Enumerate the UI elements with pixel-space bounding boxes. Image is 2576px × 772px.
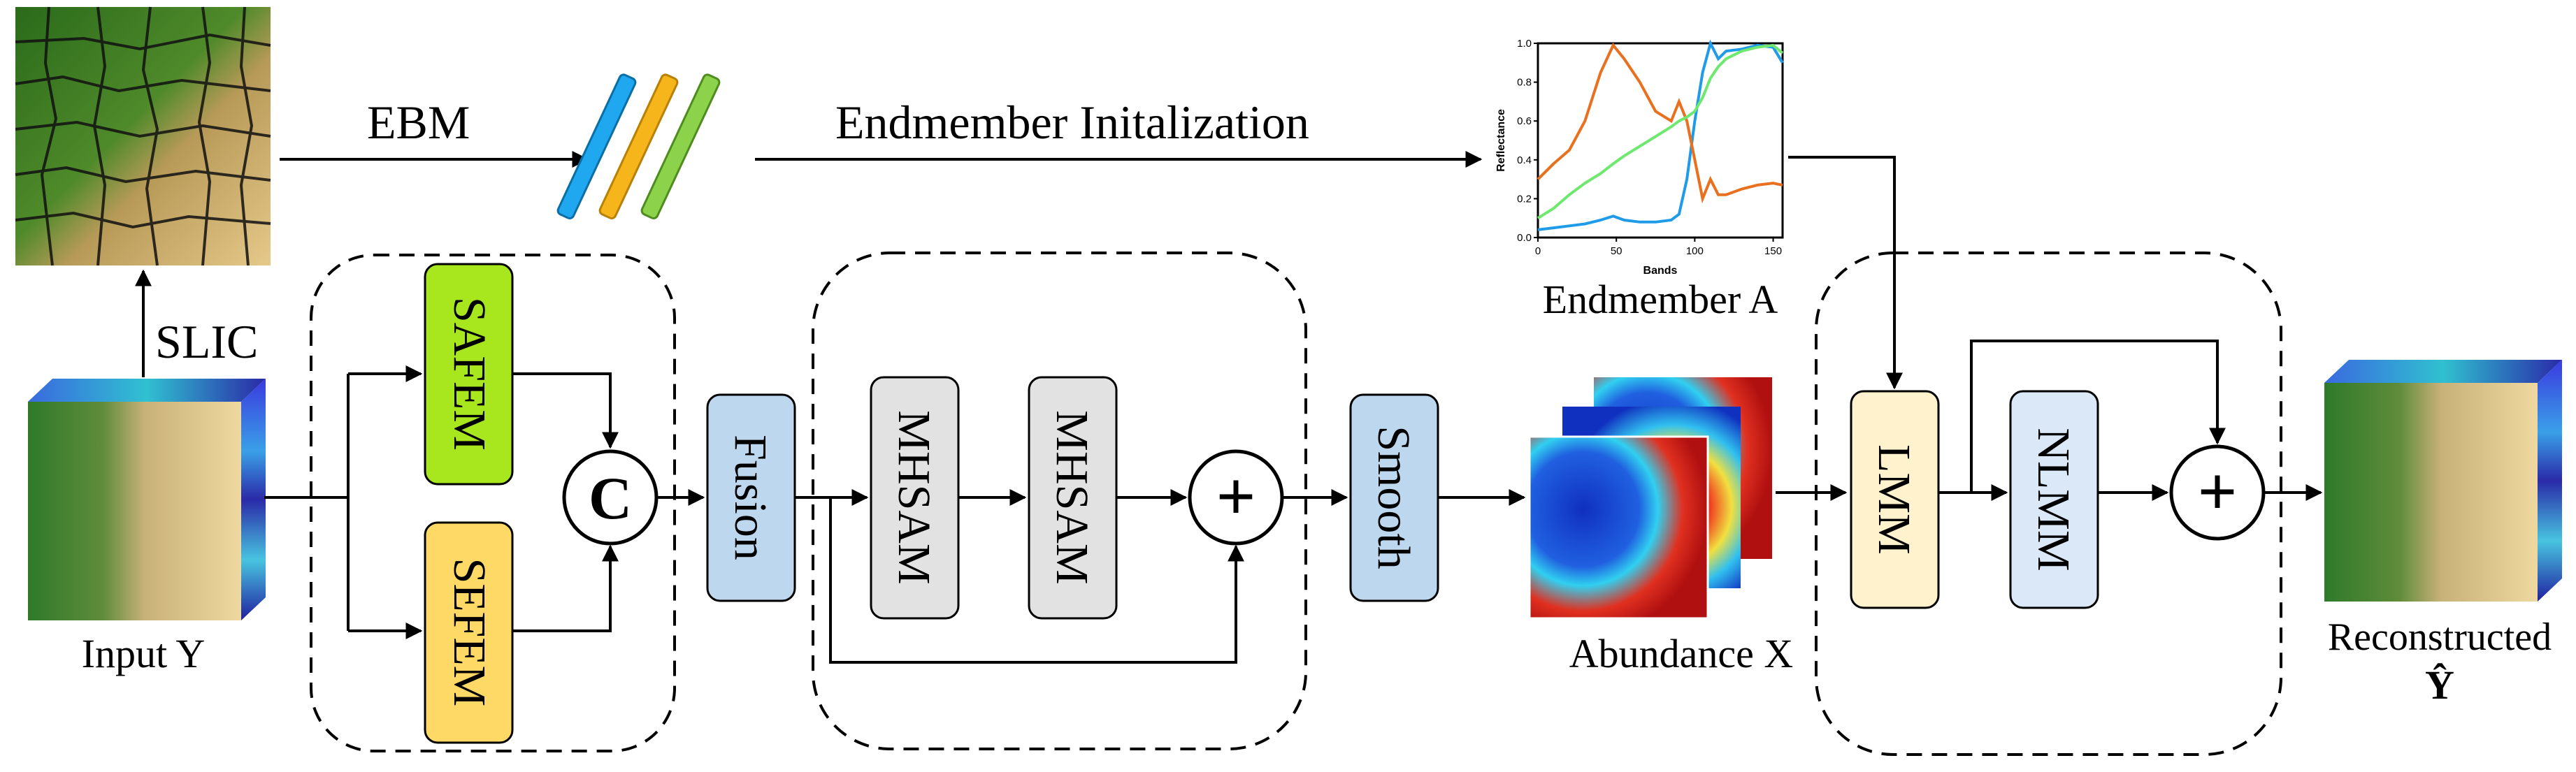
concat-label: C (589, 465, 632, 532)
y-tick-label: 0.6 (1517, 115, 1532, 127)
chart-frame (1537, 42, 1784, 239)
endmember-bars-icon (556, 73, 721, 219)
safem-label: SAFEM (444, 297, 495, 451)
lmm-label: LMM (1869, 444, 1920, 555)
fusion-label: Fusion (725, 435, 776, 560)
slic-superpixel-image (15, 6, 271, 266)
chart-xlabel: Bands (1643, 265, 1678, 277)
add-1-label: + (1216, 458, 1256, 535)
sefem-to-concat-arrow (512, 544, 619, 632)
endmember-a-label: Endmember A (1543, 277, 1778, 322)
residual-skip-arrow (829, 497, 1244, 664)
mhsam-block-1: MHSAM (870, 376, 960, 620)
sefem-block: SEFEM (424, 521, 514, 744)
abundance-x-label: Abundance X (1569, 631, 1794, 676)
add-2-label: + (2198, 453, 2238, 530)
attention-group (812, 252, 1307, 750)
x-tick-label: 0 (1535, 245, 1541, 257)
mixing-group (1815, 252, 2282, 756)
slic-label: SLIC (155, 315, 258, 368)
smooth-label: Smooth (1368, 425, 1419, 569)
spectrum-line-2 (1537, 43, 1783, 204)
mhsam-2-label: MHSAM (1046, 410, 1098, 584)
chart-ylabel: Reflectance (1495, 109, 1507, 172)
lmm-skip-arrow (1970, 340, 2226, 493)
endmember-init-label: Endmember Initalization (835, 96, 1309, 149)
abundance-maps (1528, 377, 1772, 620)
endmember-to-lmm-arrow (1788, 156, 1903, 390)
endmember-spectra-chart: 0.0 0.2 0.4 0.6 0.8 1.0 0 50 100 150 Bands Refle… (1495, 38, 1784, 277)
concat-node: C (562, 449, 659, 546)
safem-to-concat-arrow (512, 372, 619, 449)
x-tick-label: 50 (1611, 245, 1622, 257)
y-hat-label: Ŷ (2425, 662, 2454, 708)
lmm-block: LMM (1850, 390, 1940, 609)
fusion-block: Fusion (706, 393, 796, 602)
reconstructed-label: Reconstructed (2328, 616, 2552, 659)
ebm-label: EBM (367, 96, 470, 149)
nlmm-block: NLMM (2009, 390, 2099, 609)
input-y-label: Input Y (82, 631, 206, 676)
reconstructed-cube (2324, 360, 2562, 602)
x-tick-label: 150 (1764, 245, 1782, 257)
smooth-block: Smooth (1349, 393, 1439, 602)
safem-block: SAFEM (424, 263, 514, 486)
x-tick-label: 100 (1686, 245, 1704, 257)
add-node-1: + (1188, 449, 1284, 546)
spectrum-line-3 (1537, 43, 1784, 219)
y-tick-label: 0.4 (1517, 154, 1532, 166)
y-tick-label: 1.0 (1517, 38, 1532, 50)
mhsam-block-2: MHSAM (1028, 376, 1118, 620)
spectrum-line-1 (1537, 39, 1784, 231)
y-tick-label: 0.8 (1517, 77, 1532, 89)
y-tick-label: 0.0 (1517, 232, 1532, 244)
mhsam-1-label: MHSAM (888, 410, 940, 584)
add-node-2: + (2169, 444, 2266, 541)
sefem-label: SEFEM (444, 558, 495, 707)
input-y-cube (28, 379, 266, 620)
y-tick-label: 0.2 (1517, 193, 1532, 205)
nlmm-label: NLMM (2028, 428, 2079, 571)
